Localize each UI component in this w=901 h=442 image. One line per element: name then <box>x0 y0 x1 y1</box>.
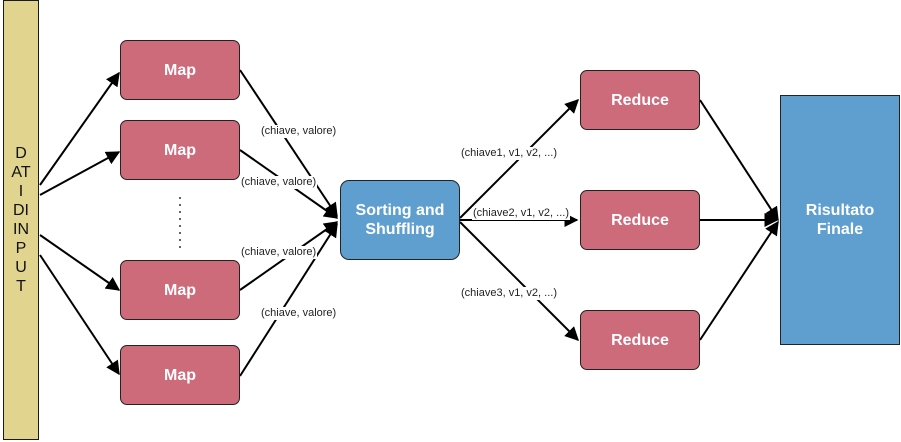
edge-input-map-3 <box>39 234 121 291</box>
edge-input-map-1 <box>39 71 120 186</box>
edge-input-map-4 <box>39 254 120 376</box>
map-edge-label-1: (chiave, valore) <box>260 125 338 138</box>
map-edge-label-3: (chiave, valore) <box>240 246 318 259</box>
edge-reduce-result-1 <box>699 99 779 222</box>
map-edge-label-2: (chiave, valore) <box>240 176 318 189</box>
reduce-node-3: Reduce <box>580 310 700 370</box>
final-result-node: Risultato Finale <box>780 95 900 345</box>
edge-map-sort-1 <box>239 69 338 218</box>
input-data-label: DATI DI INPUT <box>11 145 31 295</box>
map-ellipsis <box>177 197 183 253</box>
reduce-edge-label-1: (chiave1, v1, v2, ...) <box>460 147 558 160</box>
reduce-edge-label-3: (chiave3, v1, v2, ...) <box>460 287 558 300</box>
sorting-shuffling-node: Sorting and Shuffling <box>340 180 460 260</box>
input-data-box: DATI DI INPUT <box>3 0 39 440</box>
map-node-2: Map <box>120 120 240 180</box>
map-node-4: Map <box>120 345 240 405</box>
edge-reduce-result-3 <box>699 220 779 341</box>
map-node-3: Map <box>120 260 240 320</box>
map-edge-label-4: (chiave, valore) <box>260 307 338 320</box>
reduce-node-1: Reduce <box>580 70 700 130</box>
reduce-node-2: Reduce <box>580 190 700 250</box>
reduce-edge-label-2: (chiave2, v1, v2, ...) <box>472 207 570 220</box>
edge-sort-reduce-3 <box>459 221 579 341</box>
edge-map-sort-4 <box>239 222 338 377</box>
map-node-1: Map <box>120 40 240 100</box>
edge-input-map-2 <box>39 151 121 196</box>
